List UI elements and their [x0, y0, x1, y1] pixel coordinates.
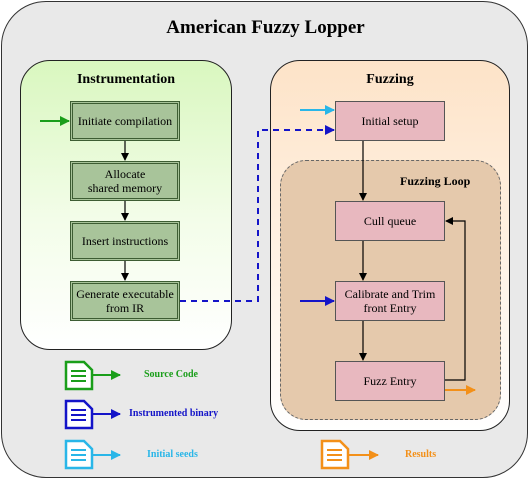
legend-initial-seeds-icon [64, 439, 121, 470]
legend-results-label: Results [405, 449, 437, 460]
step-cull-queue: Cull queue [335, 201, 445, 241]
legend-initial-seeds-label: Initial seeds [147, 449, 198, 460]
step-initial-setup: Initial setup [335, 101, 445, 141]
legend-instrumented-binary-label: Instrumented binary [129, 408, 219, 419]
instrumentation-title: Instrumentation [76, 72, 175, 87]
legend-results-icon [320, 439, 379, 470]
legend-instrumented-binary-icon [64, 399, 121, 430]
step-allocate-shared-memory: Allocate shared memory [70, 161, 180, 201]
legend-source-code-label: Source Code [144, 369, 198, 380]
legend-source-code-icon [64, 360, 121, 391]
step-insert-instructions: Insert instructions [70, 221, 180, 261]
arrow-fuzz-loop-back [445, 217, 466, 381]
fuzzing-loop-title: Fuzzing Loop [400, 174, 471, 188]
step-generate-executable: Generate executable from IR [70, 281, 180, 321]
fuzzing-title: Fuzzing [366, 72, 414, 87]
step-fuzz-entry: Fuzz Entry [335, 361, 445, 401]
arrow-binary-dashed-connector [180, 125, 335, 302]
step-calibrate-trim: Calibrate and Trim front Entry [335, 281, 445, 321]
step-initiate-compilation: Initiate compilation [70, 101, 180, 141]
diagram-title: American Fuzzy Lopper [166, 17, 365, 38]
